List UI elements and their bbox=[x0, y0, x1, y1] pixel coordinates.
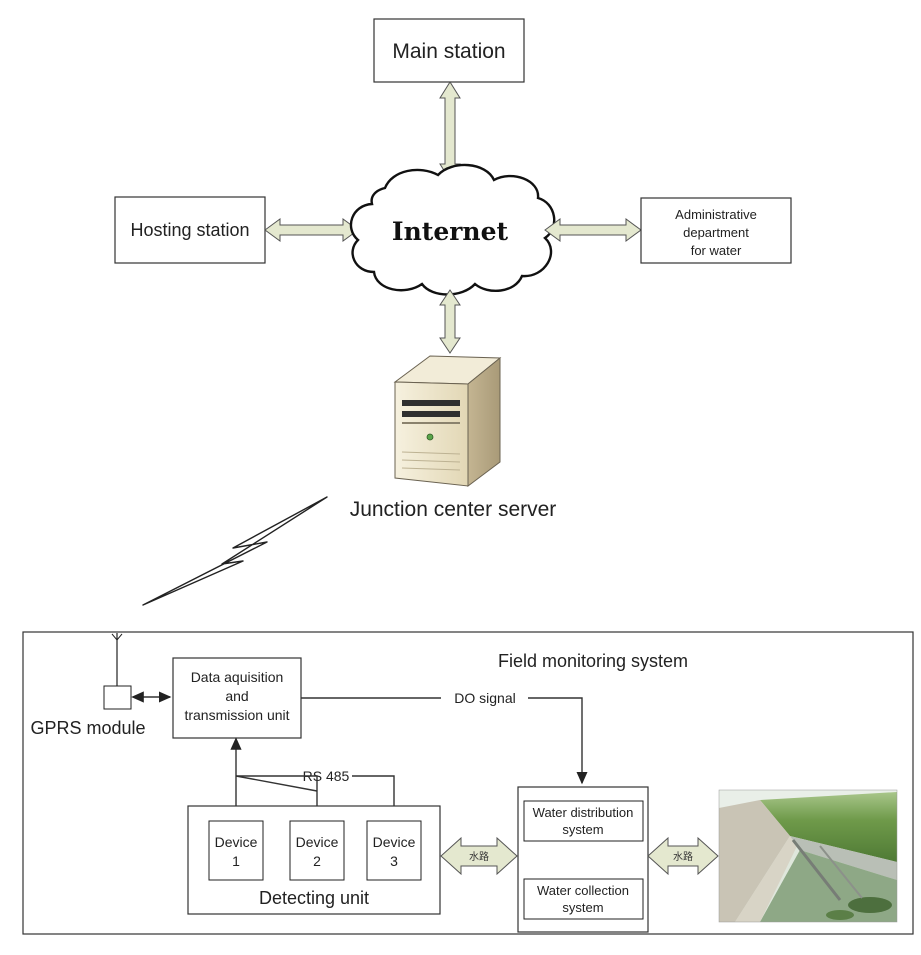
server-label: Junction center server bbox=[350, 498, 557, 521]
field-photo bbox=[718, 789, 898, 923]
gprs-module-box bbox=[103, 685, 132, 710]
rs485-bus-right bbox=[352, 775, 400, 821]
internet-cloud: Internet bbox=[349, 163, 556, 296]
device-1-box: Device 1 bbox=[208, 820, 264, 881]
hosting-station-label: Hosting station bbox=[130, 220, 249, 240]
water-flow-label-right: 水路 bbox=[673, 850, 693, 863]
hosting-station-box: Hosting station bbox=[114, 196, 266, 264]
admin-label-line3: for water bbox=[691, 243, 742, 258]
admin-department-box: Administrative department for water bbox=[640, 197, 792, 264]
water-distribution-label-line1: Water distribution bbox=[533, 805, 634, 820]
detecting-unit-label: Detecting unit bbox=[259, 888, 369, 908]
water-collection-box: Water collection system bbox=[523, 878, 644, 920]
device-3-box: Device 3 bbox=[366, 820, 422, 881]
device-2-label-line2: 2 bbox=[313, 853, 321, 869]
water-flow-label-left: 水路 bbox=[469, 850, 489, 863]
device-1-label-line1: Device bbox=[215, 834, 258, 850]
water-flow-arrow-left: 水路 bbox=[440, 836, 518, 876]
main-station-label: Main station bbox=[392, 40, 505, 63]
gprs-module-label: GPRS module bbox=[30, 718, 145, 738]
water-collection-label-line2: system bbox=[562, 900, 603, 915]
internet-label: Internet bbox=[392, 217, 509, 246]
daq-label-line1: Data aquisition bbox=[191, 669, 284, 685]
device-2-box: Device 2 bbox=[289, 820, 345, 881]
admin-label-line1: Administrative bbox=[675, 207, 757, 222]
device-3-label-line2: 3 bbox=[390, 853, 398, 869]
admin-label-line2: department bbox=[683, 225, 749, 240]
field-monitoring-title: Field monitoring system bbox=[498, 651, 688, 671]
rs485-bus-mid bbox=[300, 775, 318, 791]
device-3-label-line1: Device bbox=[373, 834, 416, 850]
do-signal-line-right bbox=[528, 697, 588, 785]
daq-label-line3: transmission unit bbox=[184, 707, 289, 723]
device-2-label-line1: Device bbox=[296, 834, 339, 850]
water-distribution-box: Water distribution system bbox=[523, 800, 644, 842]
water-flow-arrow-right: 水路 bbox=[647, 836, 719, 876]
wireless-link-icon bbox=[142, 496, 328, 606]
server-icon bbox=[393, 355, 502, 487]
rs485-label: RS 485 bbox=[303, 768, 350, 784]
device-1-label-line2: 1 bbox=[232, 853, 240, 869]
main-station-box: Main station bbox=[373, 18, 525, 83]
antenna-icon bbox=[111, 633, 123, 686]
daq-label-line2: and bbox=[225, 688, 248, 704]
do-signal-label: DO signal bbox=[454, 690, 515, 706]
internet-server-arrow bbox=[439, 289, 461, 354]
internet-admin-arrow bbox=[544, 218, 642, 242]
data-acquisition-box: Data aquisition and transmission unit bbox=[172, 657, 302, 739]
hosting-internet-arrow bbox=[264, 218, 359, 242]
water-collection-label-line1: Water collection bbox=[537, 883, 629, 898]
water-distribution-label-line2: system bbox=[562, 822, 603, 837]
